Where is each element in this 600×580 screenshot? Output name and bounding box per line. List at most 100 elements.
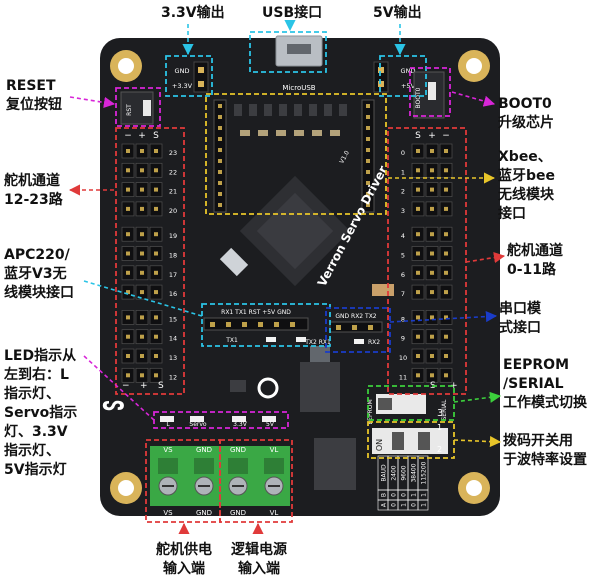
servo-header-pin [154,270,158,275]
silk-gnd-33: GND [175,67,190,75]
line-leds [83,355,155,421]
arrow-boot0 [451,91,496,107]
status-led [266,337,276,342]
smd-part [234,104,242,116]
highlight-reset [115,87,161,127]
servo-header-pin [154,373,158,378]
servo-header-pin [126,206,130,211]
servo-header-pin [444,206,448,211]
label-logic-power: 逻辑电源输入端 [231,542,287,577]
servo-header-pin [416,187,420,192]
xbee-header-pin [366,170,370,174]
smd-part [294,104,302,116]
servo-header-pin [430,290,434,295]
apc220-pin [290,322,295,327]
channel-number-label: 5 [401,252,405,260]
servo-header-pin [140,290,144,295]
status-led [354,339,364,344]
servo-header-pin [416,168,420,173]
servo-header-pin [154,334,158,339]
indicator-led [160,416,174,422]
label-serial-port: 串口模式接口 [499,301,541,336]
mounting-hole [118,480,134,496]
baud-table-text: 9600 [401,465,408,480]
channel-number-label: 1 [401,168,405,176]
xbee-header-pin [218,170,222,174]
servo-header-pin [140,251,144,256]
dip-num-label: 1 [437,423,442,432]
bottom-col-label: S [158,381,164,391]
silk-apc-top: RX1 TX1 RST +5V GND [221,309,291,316]
channel-number-label: 9 [401,335,405,343]
header-pin [198,81,204,87]
servo-header-pin [430,373,434,378]
servo-header-pin [430,251,434,256]
xbee-header-pin [218,115,222,119]
servo-header-pin [140,354,144,358]
baud-table-text: 0 [391,503,398,507]
xbee-header-pin [218,203,222,207]
gear-logo-icon [257,377,279,399]
highlight-usb-port [249,31,327,73]
baud-table-text: 1 [421,503,428,507]
smd-resistor [276,130,286,136]
channel-number-label: 20 [169,207,177,215]
bottom-col-label: + [140,381,148,391]
baud-table-text: 0 [391,493,398,497]
xbee-header-pin [366,148,370,152]
xbee-header-pin [218,159,222,163]
header-col-label: S [153,131,159,141]
servo-header-pin [416,354,420,358]
channel-number-label: 3 [401,207,405,215]
servo-header-pin [126,373,130,378]
silk-serial-rx2: RX2 [368,339,380,346]
silk-serial: SERIAL [441,399,448,421]
servo-header-pin [154,168,158,173]
xbee-header-pin [366,126,370,130]
servo-header-pin [444,149,448,153]
terminal-block-vs [150,446,220,506]
serial-pin [368,325,373,330]
led-silk-label: L [166,421,170,428]
label-usb-port: USB接口 [262,5,323,21]
label-3v3-output: 3.3V输出 [161,5,225,21]
servo-header-pin [444,270,448,275]
servo-header-pin [126,232,130,237]
arrow-serial [389,310,498,323]
highlight-servo-right [387,127,467,395]
servo-header-pin [126,187,130,192]
baud-table-text: B [381,493,388,497]
serial-pin [352,325,357,330]
mounting-hole [118,58,134,74]
reset-button-cap [143,100,151,116]
servo-header-pin [444,315,448,320]
dip-num-label: 2 [437,445,442,454]
arrow-eeprom [453,391,502,403]
arrow-reset [69,96,116,108]
dip-switch-body [372,428,448,454]
channel-number-label: 4 [401,232,405,240]
servo-header-pin [154,354,158,358]
mcu-chip [256,192,334,270]
servo-header-pin [140,315,144,320]
servo-header-pin [430,270,434,275]
bottom-col-label: − [122,381,130,391]
servo-header-pin [430,168,434,173]
led-silk-label: 3.3V [233,421,248,428]
silk-rst: RST [126,104,133,116]
servo-header-pin [444,354,448,358]
channel-number-label: 12 [169,373,177,381]
label-5v-output: 5V输出 [373,5,422,21]
status-led [296,337,306,342]
servo-header-pin [444,187,448,192]
terminal-label-top: GND [196,446,212,454]
header-col-label: − [442,131,450,141]
xbee-header-strip [213,99,227,213]
servo-header-pin [416,251,420,256]
indicator-led [190,416,204,422]
